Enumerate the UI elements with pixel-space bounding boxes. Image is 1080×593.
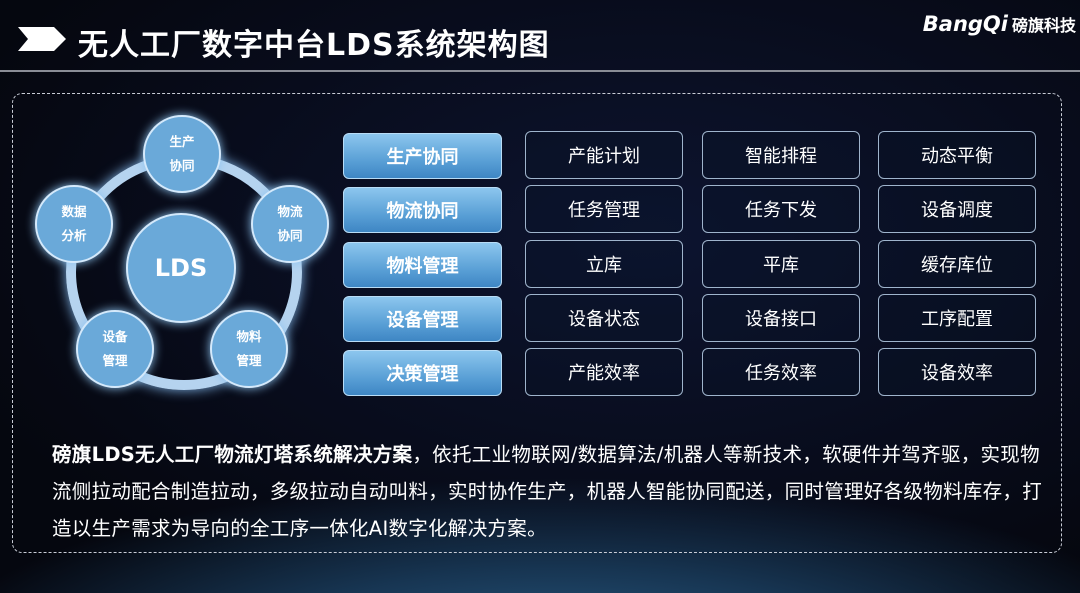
description-bold: 磅旗LDS无人工厂物流灯塔系统解决方案 <box>52 443 413 466</box>
node-label: 物料 <box>236 329 262 344</box>
feature-cell: 缓存库位 <box>878 240 1036 288</box>
feature-cell: 平库 <box>702 240 860 288</box>
node-label: 设备 <box>102 329 128 344</box>
category-label: 设备管理 <box>343 296 502 342</box>
feature-cell: 工序配置 <box>878 294 1036 342</box>
feature-cell: 智能排程 <box>702 131 860 179</box>
feature-cell: 动态平衡 <box>878 131 1036 179</box>
node-label: 管理 <box>236 353 262 368</box>
node-label: 协同 <box>277 228 303 243</box>
node-label: 管理 <box>102 353 128 368</box>
center-node: LDS <box>126 213 236 323</box>
node-label: 协同 <box>169 158 195 173</box>
node-label: 分析 <box>61 228 87 243</box>
brand-en: BangQi <box>922 12 1008 36</box>
feature-cell: 产能计划 <box>525 131 683 179</box>
feature-cell: 任务效率 <box>702 348 860 396</box>
feature-cell: 设备效率 <box>878 348 1036 396</box>
brand-cn: 磅旗科技 <box>1011 16 1076 35</box>
node-logistics: 物流协同 <box>251 185 329 263</box>
node-label: 数据 <box>61 204 87 219</box>
page-title: 无人工厂数字中台LDS系统架构图 <box>78 28 550 63</box>
feature-cell: 任务下发 <box>702 185 860 233</box>
node-equipment: 设备管理 <box>76 310 154 388</box>
node-material: 物料管理 <box>210 310 288 388</box>
description-text: ，依托工业物联网/数据算法/机器人等新技术，软硬件并驾齐驱，实现物流侧拉动配合制… <box>52 443 1043 540</box>
category-label: 物流协同 <box>343 187 502 233</box>
feature-cell: 任务管理 <box>525 185 683 233</box>
node-production: 生产协同 <box>143 115 221 193</box>
feature-cell: 设备调度 <box>878 185 1036 233</box>
node-label: 生产 <box>169 134 195 149</box>
description: 磅旗LDS无人工厂物流灯塔系统解决方案，依托工业物联网/数据算法/机器人等新技术… <box>52 436 1042 547</box>
content-frame <box>12 93 1062 553</box>
node-label: 物流 <box>277 204 303 219</box>
feature-cell: 立库 <box>525 240 683 288</box>
feature-cell: 设备接口 <box>702 294 860 342</box>
feature-cell: 产能效率 <box>525 348 683 396</box>
feature-cell: 设备状态 <box>525 294 683 342</box>
node-data-analysis: 数据分析 <box>35 185 113 263</box>
category-label: 生产协同 <box>343 133 502 179</box>
category-label: 决策管理 <box>343 350 502 396</box>
divider <box>0 70 1080 72</box>
category-label: 物料管理 <box>343 242 502 288</box>
